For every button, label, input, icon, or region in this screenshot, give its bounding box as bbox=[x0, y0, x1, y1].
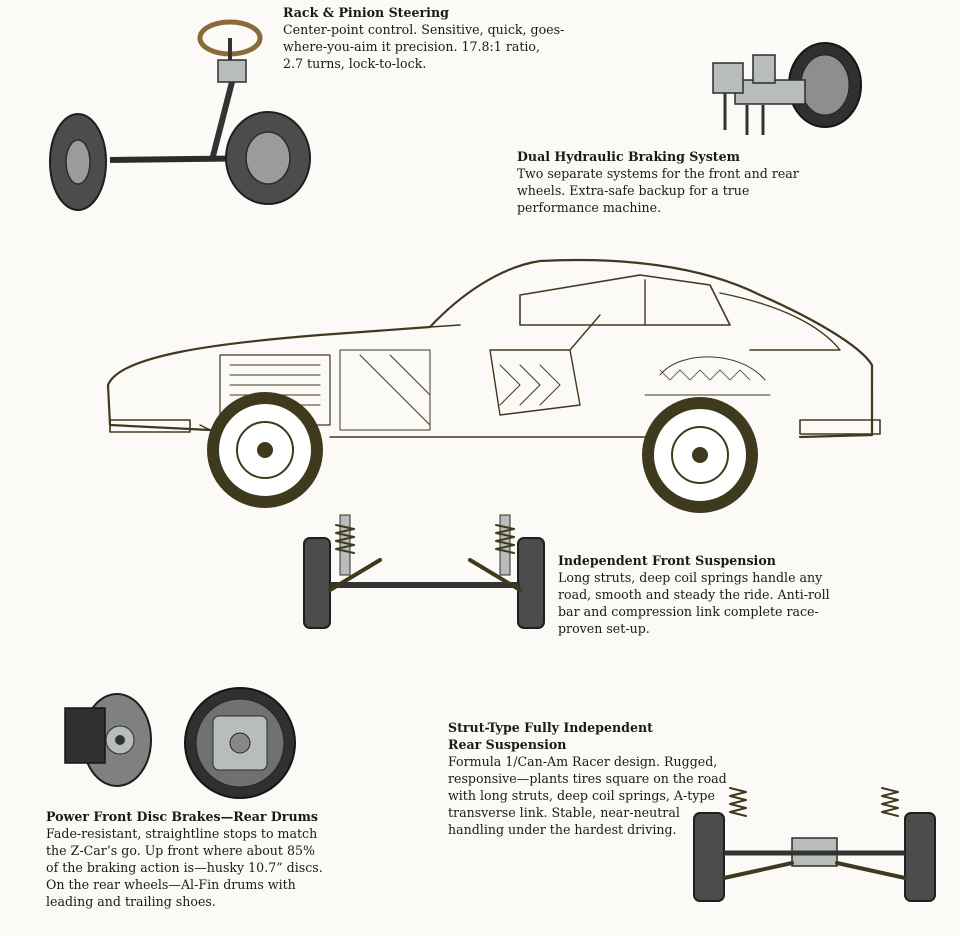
steering-line-3: 2.7 turns, lock-to-lock. bbox=[283, 56, 427, 71]
steering-caption: Rack & Pinion Steering Center-point cont… bbox=[283, 4, 583, 72]
rear-suspension-line-5: handling under the hardest driving. bbox=[448, 822, 677, 837]
rear-suspension-line-3: with long struts, deep coil springs, A-t… bbox=[448, 788, 715, 803]
braking-title: Dual Hydraulic Braking System bbox=[517, 149, 740, 164]
disc-brakes-line-5: leading and trailing shoes. bbox=[46, 894, 216, 909]
steering-line-1: Center-point control. Sensitive, quick, … bbox=[283, 22, 565, 37]
disc-brakes-line-2: the Z-Car’s go. Up front where about 85% bbox=[46, 843, 315, 858]
car-cutaway-illustration bbox=[106, 258, 881, 513]
braking-line-1: Two separate systems for the front and r… bbox=[517, 166, 799, 181]
steering-title: Rack & Pinion Steering bbox=[283, 5, 449, 20]
front-suspension-line-3: bar and compression link complete race- bbox=[558, 604, 819, 619]
disc-brakes-line-1: Fade-resistant, straightline stops to ma… bbox=[46, 826, 318, 841]
front-suspension-line-2: road, smooth and steady the ride. Anti-r… bbox=[558, 587, 830, 602]
disc-brakes-line-3: of the braking action is—husky 10.7” dis… bbox=[46, 860, 323, 875]
front-suspension-line-1: Long struts, deep coil springs handle an… bbox=[558, 570, 823, 585]
disc-brakes-line-4: On the rear wheels—Al-Fin drums with bbox=[46, 877, 296, 892]
disc-brakes-caption: Power Front Disc Brakes—Rear Drums Fade-… bbox=[46, 808, 346, 910]
front-suspension-title: Independent Front Suspension bbox=[558, 553, 776, 568]
rear-suspension-caption: Strut-Type Fully Independent Rear Suspen… bbox=[448, 719, 748, 838]
steering-line-2: where-you-aim it precision. 17.8:1 ratio… bbox=[283, 39, 541, 54]
rear-suspension-line-2: responsive—plants tires square on the ro… bbox=[448, 771, 727, 786]
front-suspension-illustration bbox=[303, 514, 545, 629]
rear-suspension-illustration bbox=[693, 787, 936, 902]
disc-brake-illustration bbox=[64, 693, 152, 787]
braking-caption: Dual Hydraulic Braking System Two separa… bbox=[517, 148, 817, 216]
drum-brake-illustration bbox=[184, 687, 296, 799]
front-suspension-caption: Independent Front Suspension Long struts… bbox=[558, 552, 858, 637]
disc-brakes-title: Power Front Disc Brakes—Rear Drums bbox=[46, 809, 319, 824]
braking-line-3: performance machine. bbox=[517, 200, 662, 215]
rear-suspension-title-1: Strut-Type Fully Independent bbox=[448, 720, 653, 735]
rear-suspension-line-1: Formula 1/Can-Am Racer design. Rugged, bbox=[448, 754, 718, 769]
steering-assembly-illustration bbox=[49, 19, 311, 211]
rear-suspension-line-4: transverse link. Stable, near-neutral bbox=[448, 805, 680, 820]
brake-master-cylinder-illustration bbox=[712, 42, 862, 135]
rear-suspension-title-2: Rear Suspension bbox=[448, 737, 567, 752]
braking-line-2: wheels. Extra-safe backup for a true bbox=[517, 183, 750, 198]
front-suspension-line-4: proven set-up. bbox=[558, 621, 650, 636]
